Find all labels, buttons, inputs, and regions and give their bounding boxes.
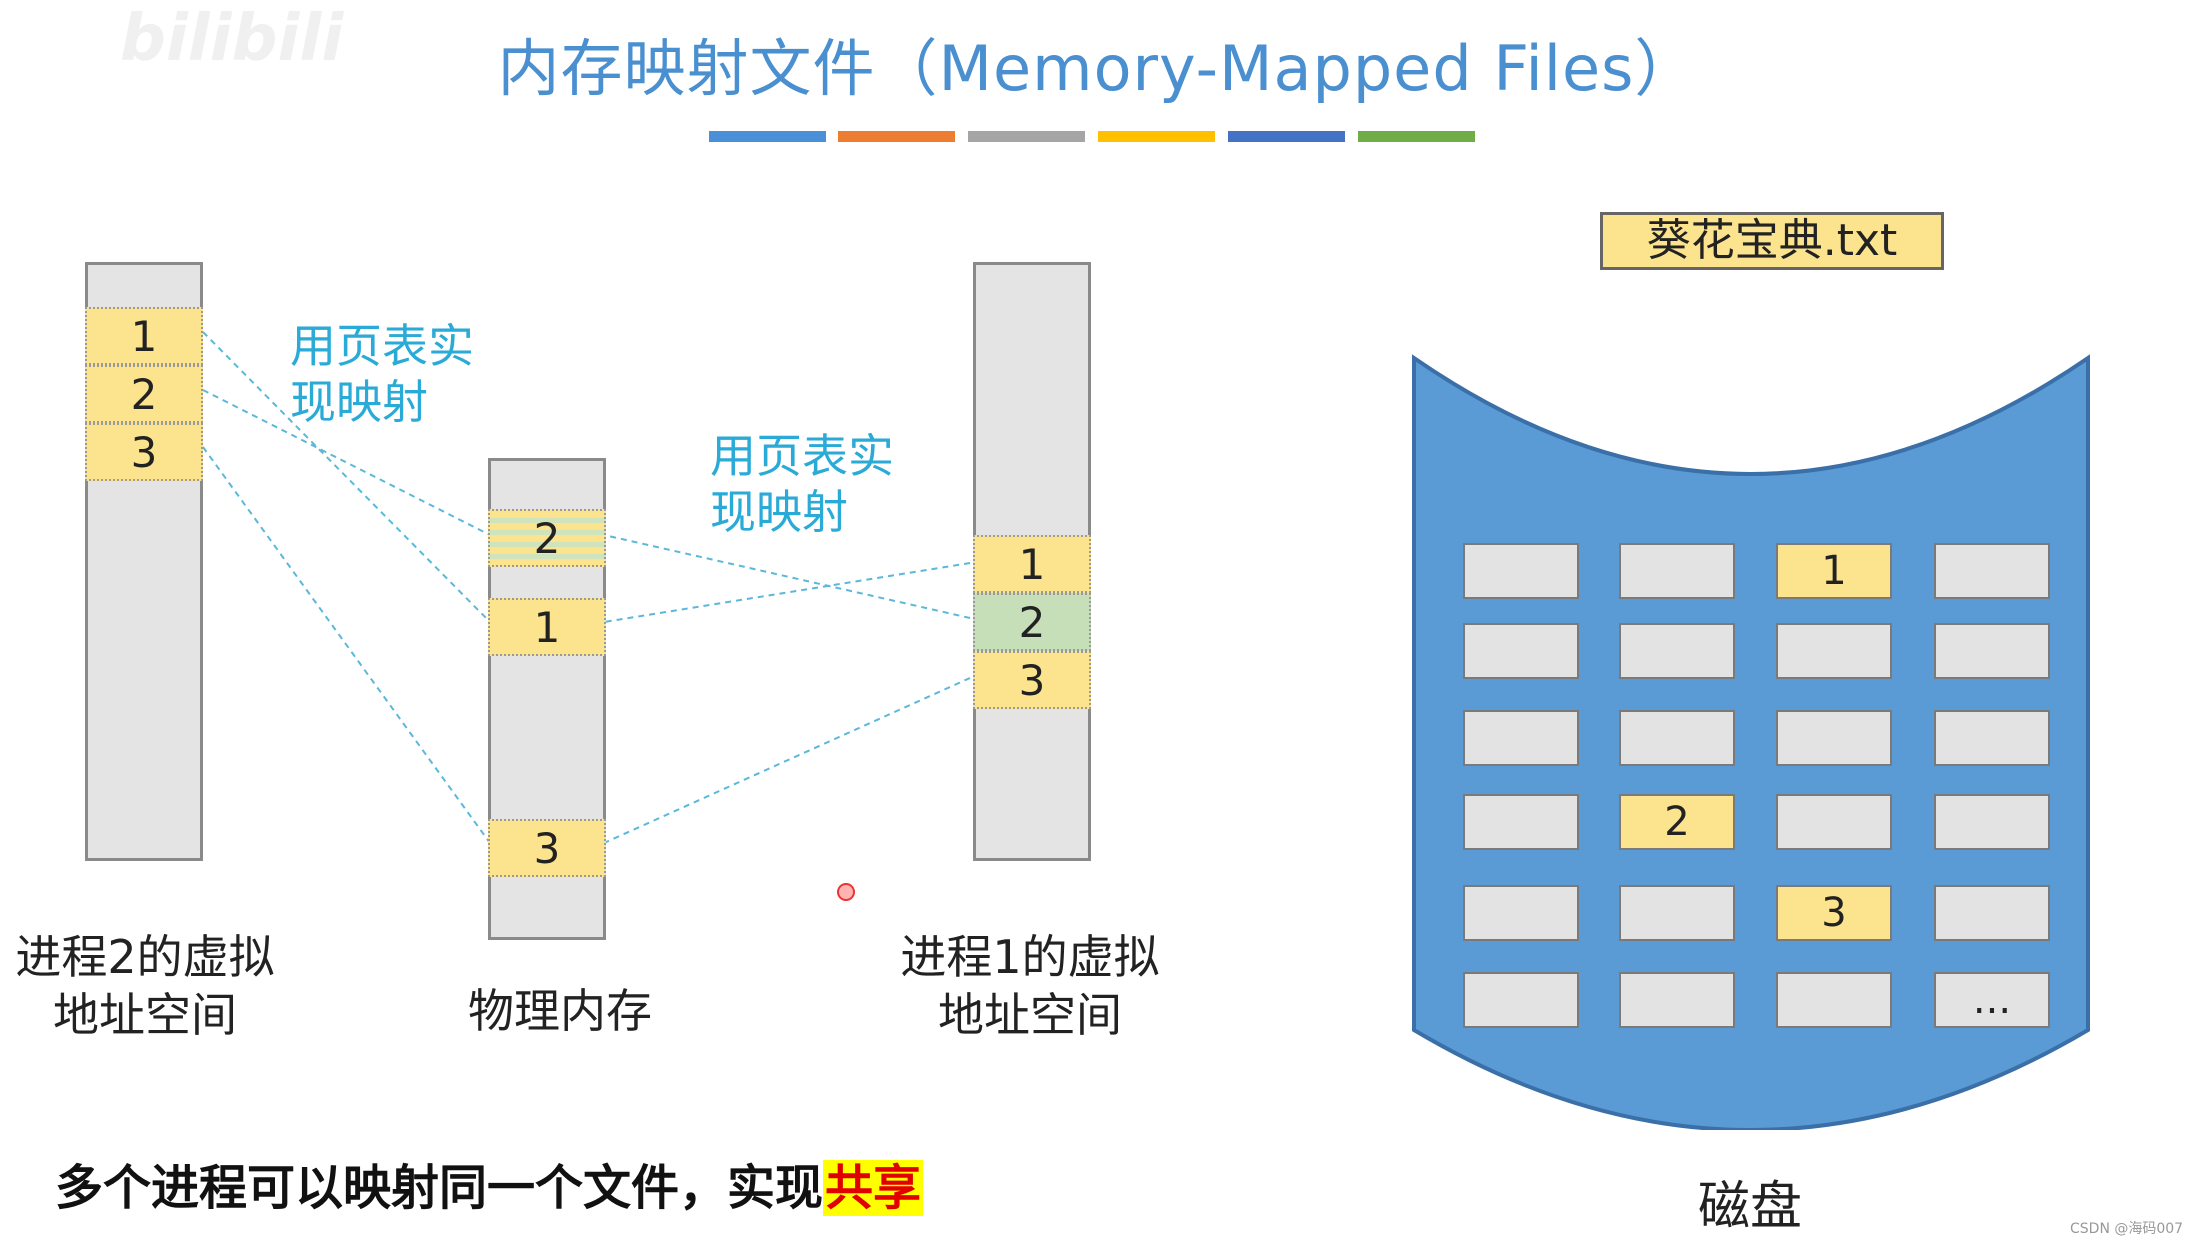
map-line-p1-2 bbox=[603, 534, 971, 619]
disk-block-file-page-2: 2 bbox=[1619, 794, 1735, 850]
disk-block bbox=[1776, 623, 1892, 679]
process1-page-2: 2 bbox=[973, 593, 1091, 651]
disk-block bbox=[1776, 794, 1892, 850]
process1-label-line2: 地址空间 bbox=[938, 988, 1122, 1042]
process2-label-line1: 进程2的虚拟 bbox=[15, 930, 275, 984]
stripe-green bbox=[1358, 131, 1475, 142]
disk-block-ellipsis: ... bbox=[1934, 972, 2050, 1028]
file-name-box: 葵花宝典.txt bbox=[1600, 212, 1944, 270]
process2-label-line2: 地址空间 bbox=[53, 988, 237, 1042]
mapping-note-left-line2: 现映射 bbox=[290, 375, 428, 429]
disk-block bbox=[1619, 543, 1735, 599]
disk-label: 磁盘 bbox=[1697, 1177, 1802, 1237]
map-line-p1-1 bbox=[603, 562, 971, 623]
disk-block bbox=[1934, 885, 2050, 941]
disk-block bbox=[1934, 543, 2050, 599]
stripe-yellow bbox=[1098, 131, 1215, 142]
physical-memory-label: 物理内存 bbox=[468, 984, 652, 1038]
disk-block bbox=[1934, 710, 2050, 766]
disk-block-file-page-3: 3 bbox=[1776, 885, 1892, 941]
disk-block-file-page-1: 1 bbox=[1776, 543, 1892, 599]
mapping-note-right: 用页表实 现映射 bbox=[710, 428, 894, 540]
disk-block bbox=[1619, 972, 1735, 1028]
credit-text: CSDN @海码007 bbox=[2070, 1221, 2184, 1237]
mapping-note-left: 用页表实 现映射 bbox=[290, 318, 474, 430]
process2-page-1: 1 bbox=[85, 307, 203, 365]
physical-page-2: 2 bbox=[488, 509, 606, 567]
map-line-p1-3 bbox=[603, 677, 971, 844]
process2-label: 进程2的虚拟 地址空间 bbox=[0, 928, 290, 1044]
disk-block bbox=[1619, 885, 1735, 941]
footer-highlight: 共享 bbox=[823, 1160, 924, 1216]
physical-memory: 2 1 3 bbox=[488, 458, 606, 940]
footer-text: 多个进程可以映射同一个文件，实现 bbox=[55, 1160, 824, 1216]
process1-address-space: 1 2 3 bbox=[973, 262, 1091, 861]
disk-block bbox=[1619, 710, 1735, 766]
pointer-dot bbox=[837, 883, 855, 901]
process2-page-3: 3 bbox=[85, 423, 203, 481]
map-line-p2-3 bbox=[202, 446, 491, 844]
process2-page-2: 2 bbox=[85, 365, 203, 423]
disk-block bbox=[1463, 543, 1579, 599]
bilibili-logo: bilibili bbox=[120, 2, 344, 76]
stripe-darkblue bbox=[1228, 131, 1345, 142]
process1-page-1: 1 bbox=[973, 535, 1091, 593]
disk-block bbox=[1776, 710, 1892, 766]
disk-block bbox=[1463, 885, 1579, 941]
disk-block bbox=[1463, 794, 1579, 850]
process1-page-3: 3 bbox=[973, 651, 1091, 709]
disk-cylinder bbox=[1412, 354, 2090, 1130]
mapping-note-right-line2: 现映射 bbox=[710, 485, 848, 539]
stripe-gray bbox=[968, 131, 1085, 142]
process1-label: 进程1的虚拟 地址空间 bbox=[880, 928, 1180, 1044]
disk-block bbox=[1619, 623, 1735, 679]
footer-statement: 多个进程可以映射同一个文件，实现共享 bbox=[55, 1148, 924, 1218]
process1-label-line1: 进程1的虚拟 bbox=[900, 930, 1160, 984]
disk-block bbox=[1463, 623, 1579, 679]
disk-block bbox=[1934, 623, 2050, 679]
mapping-note-left-line1: 用页表实 bbox=[290, 319, 474, 373]
mapping-note-right-line1: 用页表实 bbox=[710, 429, 894, 483]
physical-page-3: 3 bbox=[488, 819, 606, 877]
stripe-blue bbox=[709, 131, 826, 142]
stripe-orange bbox=[838, 131, 955, 142]
page-title: 内存映射文件（Memory-Mapped Files） bbox=[497, 32, 1698, 105]
process2-address-space: 1 2 3 bbox=[85, 262, 203, 861]
disk-block bbox=[1463, 710, 1579, 766]
disk-block bbox=[1776, 972, 1892, 1028]
disk-block bbox=[1463, 972, 1579, 1028]
physical-page-1: 1 bbox=[488, 598, 606, 656]
disk-block bbox=[1934, 794, 2050, 850]
